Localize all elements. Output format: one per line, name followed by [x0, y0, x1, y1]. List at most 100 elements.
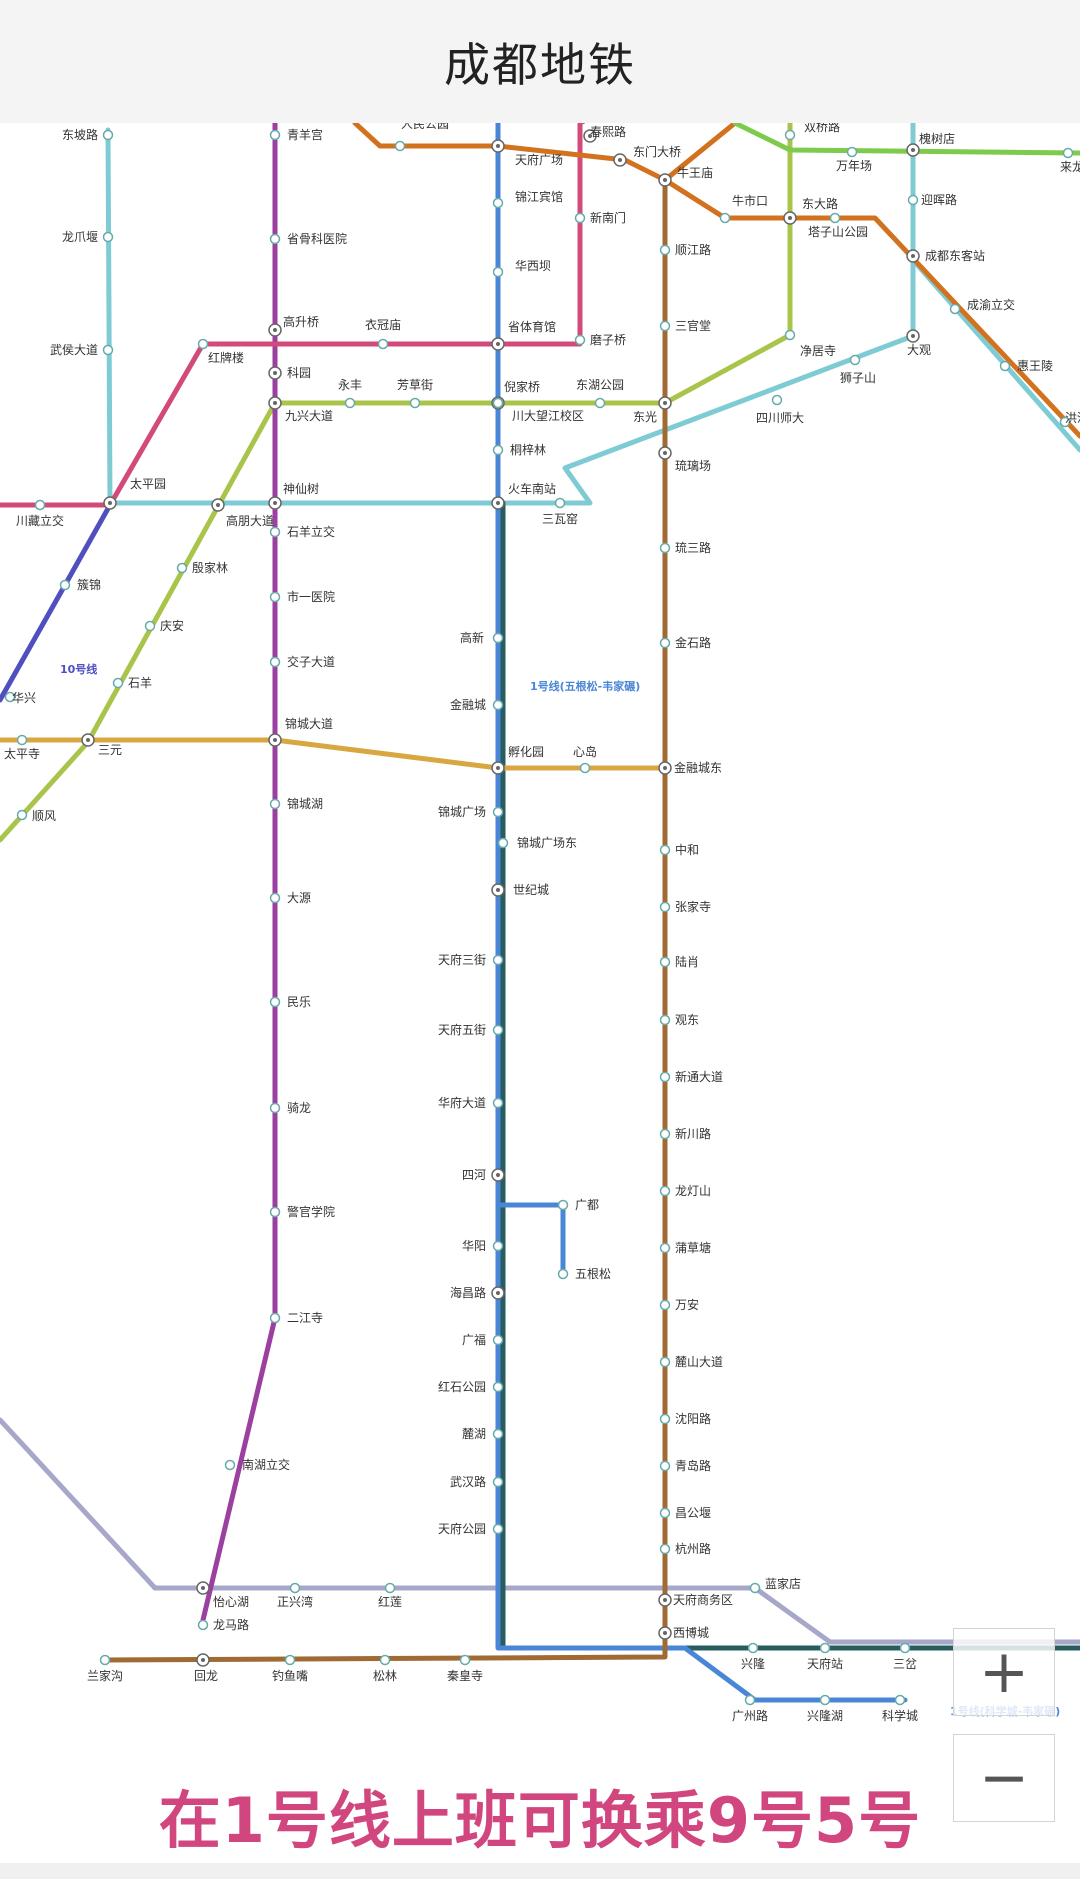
station-春熙路[interactable]: 春熙路	[583, 124, 626, 143]
station-东湖公园[interactable]: 东湖公园	[576, 377, 624, 409]
station-天府五街[interactable]: 天府五街	[438, 1022, 504, 1037]
station-双桥路[interactable]: 双桥路	[784, 123, 841, 141]
station-新南门[interactable]: 新南门	[574, 210, 627, 225]
station-大源[interactable]: 大源	[269, 891, 312, 905]
station-天府公园[interactable]: 天府公园	[438, 1521, 504, 1536]
station-锦城大道[interactable]: 锦城大道	[268, 717, 333, 747]
station-龙爪堰[interactable]: 龙爪堰	[62, 230, 114, 244]
station-世纪城[interactable]: 世纪城	[491, 883, 549, 897]
station-来龙[interactable]: 来龙	[1060, 147, 1080, 175]
station-三元[interactable]: 三元	[81, 733, 122, 757]
line-8[interactable]	[0, 400, 278, 843]
line-5[interactable]	[200, 123, 278, 1623]
station-顺风[interactable]: 顺风	[16, 809, 57, 823]
station-红牌楼[interactable]: 红牌楼	[197, 338, 245, 366]
station-新通大道[interactable]: 新通大道	[659, 1069, 724, 1084]
station-天府广场[interactable]: 天府广场	[491, 139, 563, 167]
station-杭州路[interactable]: 杭州路	[659, 1541, 712, 1556]
station-万年场[interactable]: 万年场	[836, 146, 872, 174]
station-惠王陵[interactable]: 惠王陵	[999, 359, 1054, 373]
station-松林[interactable]: 松林	[373, 1654, 397, 1684]
station-兴隆[interactable]: 兴隆	[741, 1642, 765, 1672]
station-太平寺[interactable]: 太平寺	[4, 734, 40, 762]
station-省体育馆[interactable]: 省体育馆	[491, 319, 556, 351]
station-兰家沟[interactable]: 兰家沟	[87, 1654, 123, 1684]
station-华阳[interactable]: 华阳	[462, 1239, 504, 1253]
station-殷家林[interactable]: 殷家林	[176, 560, 229, 575]
station-骑龙[interactable]: 骑龙	[269, 1101, 312, 1115]
station-大观[interactable]: 大观	[906, 329, 931, 357]
station-天府商务区[interactable]: 天府商务区	[658, 1592, 733, 1607]
station-簇锦[interactable]: 簇锦	[59, 577, 102, 592]
station-市一医院[interactable]: 市一医院	[269, 589, 336, 604]
station-高朋大道[interactable]: 高朋大道	[211, 498, 274, 528]
station-衣冠庙[interactable]: 衣冠庙	[365, 317, 401, 350]
station-二江寺[interactable]: 二江寺	[269, 1311, 324, 1325]
station-广州路[interactable]: 广州路	[732, 1694, 768, 1724]
line-1-branch[interactable]	[495, 1202, 566, 1277]
station-科园[interactable]: 科园	[268, 366, 311, 380]
station-高新[interactable]: 高新	[460, 630, 504, 645]
station-三岔[interactable]: 三岔	[893, 1642, 917, 1672]
station-塔子山公园[interactable]: 塔子山公园	[808, 212, 868, 240]
line-2-north[interactable]	[662, 123, 738, 183]
station-万安[interactable]: 万安	[659, 1297, 700, 1312]
station-沈阳路[interactable]: 沈阳路	[659, 1411, 712, 1426]
station-桐梓林[interactable]: 桐梓林	[492, 442, 547, 457]
station-金石路[interactable]: 金石路	[659, 635, 712, 650]
station-回龙[interactable]: 回龙	[194, 1653, 218, 1683]
station-红莲[interactable]: 红莲	[378, 1582, 402, 1610]
station-科学城[interactable]: 科学城	[882, 1694, 918, 1724]
station-永丰[interactable]: 永丰	[338, 378, 362, 409]
line-7[interactable]	[105, 123, 916, 506]
station-庆安[interactable]: 庆安	[144, 618, 185, 633]
station-麓湖[interactable]: 麓湖	[462, 1426, 504, 1441]
station-锦城湖[interactable]: 锦城湖	[269, 796, 324, 811]
station-锦城广场[interactable]: 锦城广场	[438, 805, 504, 819]
line-18[interactable]	[500, 500, 1080, 1651]
station-牛市口[interactable]: 牛市口	[719, 193, 769, 224]
station-太平园[interactable]: 太平园	[103, 476, 166, 510]
station-净居寺[interactable]: 净居寺	[784, 329, 837, 359]
station-东光[interactable]: 东光	[633, 396, 672, 424]
station-蒲草塘[interactable]: 蒲草塘	[659, 1240, 712, 1255]
station-华西坝[interactable]: 华西坝	[492, 259, 552, 278]
station-石羊[interactable]: 石羊	[112, 675, 153, 690]
station-槐树店[interactable]: 槐树店	[906, 131, 955, 157]
line-8-mid[interactable]	[272, 123, 793, 406]
station-武侯大道[interactable]: 武侯大道	[50, 343, 114, 357]
station-金融城东[interactable]: 金融城东	[658, 760, 722, 775]
metro-map[interactable]: 东坡路龙爪堰武侯大道太平园川藏立交簇锦华兴太平寺三元顺风石羊庆安殷家林高朋大道红…	[0, 123, 1080, 1863]
station-红石公园[interactable]: 红石公园	[438, 1379, 504, 1394]
station-陆肖[interactable]: 陆肖	[659, 954, 700, 969]
station-海昌路[interactable]: 海昌路	[450, 1285, 505, 1300]
metro-map-svg[interactable]: 东坡路龙爪堰武侯大道太平园川藏立交簇锦华兴太平寺三元顺风石羊庆安殷家林高朋大道红…	[0, 123, 1080, 1863]
station-迎晖路[interactable]: 迎晖路	[907, 192, 958, 207]
station-高升桥[interactable]: 高升桥	[268, 314, 319, 337]
line-4[interactable]	[732, 123, 1080, 156]
station-东坡路[interactable]: 东坡路	[62, 127, 114, 142]
station-神仙树[interactable]: 神仙树	[268, 481, 319, 510]
station-麓山大道[interactable]: 麓山大道	[659, 1355, 724, 1369]
station-新川路[interactable]: 新川路	[659, 1126, 712, 1141]
station-广都[interactable]: 广都	[557, 1198, 600, 1212]
station-秦皇寺[interactable]: 秦皇寺	[447, 1654, 483, 1684]
station-川藏立交[interactable]: 川藏立交	[16, 499, 64, 529]
station-民乐[interactable]: 民乐	[269, 995, 312, 1009]
station-青岛路[interactable]: 青岛路	[659, 1458, 712, 1473]
station-正兴湾[interactable]: 正兴湾	[277, 1582, 313, 1610]
station-东大路[interactable]: 东大路	[783, 196, 838, 225]
station-东门大桥[interactable]: 东门大桥	[613, 144, 681, 167]
station-五根松[interactable]: 五根松	[557, 1267, 612, 1281]
station-石羊立交[interactable]: 石羊立交	[269, 524, 336, 539]
station-蓝家店[interactable]: 蓝家店	[749, 1576, 802, 1594]
station-武汉路[interactable]: 武汉路	[450, 1474, 504, 1489]
line-1[interactable]	[495, 123, 908, 1703]
station-青羊宫[interactable]: 青羊宫	[269, 127, 324, 142]
station-华府大道[interactable]: 华府大道	[438, 1095, 504, 1110]
station-广福[interactable]: 广福	[462, 1332, 504, 1347]
station-琉璃场[interactable]: 琉璃场	[658, 446, 711, 473]
station-洪河[interactable]: 洪河	[1059, 411, 1080, 428]
station-天府站[interactable]: 天府站	[807, 1642, 843, 1672]
station-成渝立交[interactable]: 成渝立交	[949, 297, 1016, 315]
